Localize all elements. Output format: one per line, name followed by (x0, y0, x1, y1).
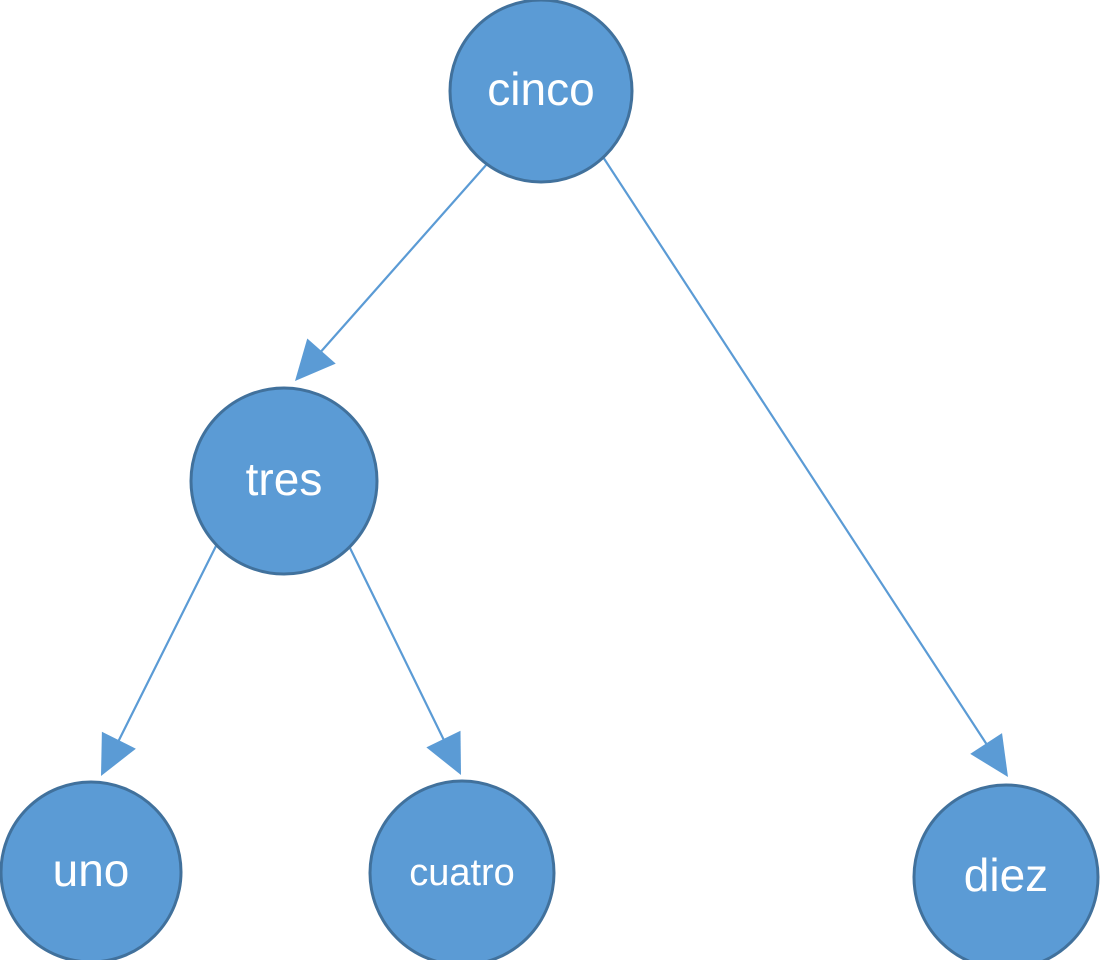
arrowhead-cinco-tres (295, 338, 336, 381)
node-circle-cuatro (368, 779, 556, 960)
edge-tres-uno[interactable] (101, 544, 218, 776)
edge-line-tres-uno (115, 544, 218, 747)
node-circle-tres (189, 386, 379, 576)
edge-layer (101, 155, 1008, 777)
node-label-cuatro: cuatro (409, 852, 515, 894)
node-cinco[interactable]: cinco (448, 0, 634, 184)
arrowhead-tres-uno (101, 731, 136, 776)
edge-line-tres-cuatro (348, 546, 448, 746)
node-circle-cinco (448, 0, 634, 184)
node-tres[interactable]: tres (189, 386, 379, 576)
node-uno[interactable]: uno (0, 780, 183, 960)
node-diez[interactable]: diez (912, 783, 1100, 960)
edge-line-cinco-tres (316, 162, 489, 357)
edge-tres-cuatro[interactable] (348, 546, 461, 775)
node-cuatro[interactable]: cuatro (368, 779, 556, 960)
node-label-diez: diez (964, 849, 1048, 901)
node-label-tres: tres (246, 453, 323, 505)
arrowhead-cinco-diez (970, 733, 1008, 777)
node-circle-uno (0, 780, 183, 960)
edge-line-cinco-diez (601, 155, 991, 750)
node-label-uno: uno (53, 844, 130, 896)
edge-cinco-tres[interactable] (295, 162, 489, 381)
node-circle-diez (912, 783, 1100, 960)
node-label-cinco: cinco (487, 63, 594, 115)
edge-cinco-diez[interactable] (601, 155, 1008, 777)
arrowhead-tres-cuatro (426, 730, 461, 775)
